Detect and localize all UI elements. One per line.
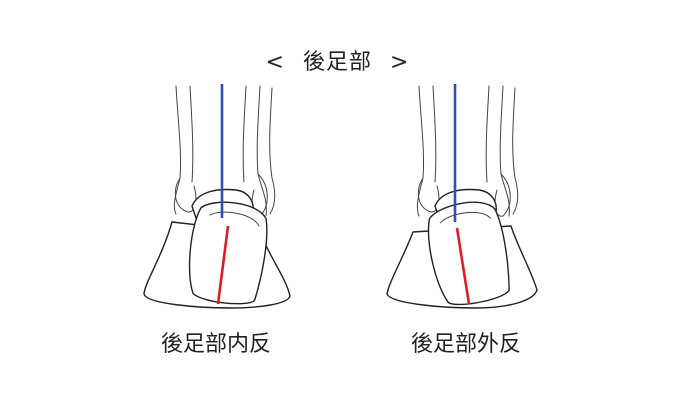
valgus-figure bbox=[355, 82, 595, 322]
varus-foot-drawing bbox=[143, 84, 291, 309]
leg-inner-line-right bbox=[242, 85, 247, 183]
leg-inner-line-left bbox=[432, 85, 437, 183]
title-right-bracket: > bbox=[390, 50, 410, 75]
leg-inner-line-left bbox=[189, 85, 194, 183]
heel-axis-line bbox=[455, 227, 471, 305]
heel-outline bbox=[427, 201, 510, 306]
leg-inner-line-right bbox=[485, 85, 490, 183]
fibula-line bbox=[512, 87, 519, 215]
heel-outline bbox=[188, 201, 268, 305]
varus-caption: 後足部内反 bbox=[160, 332, 271, 357]
ankle-bulge-left bbox=[417, 177, 440, 213]
heel-axis-line bbox=[216, 225, 230, 305]
valgus-foot-drawing bbox=[386, 84, 538, 309]
diagram-title: < 後足部 > bbox=[0, 44, 675, 76]
valgus-caption: 後足部外反 bbox=[410, 332, 521, 357]
leg-outline-right bbox=[256, 85, 267, 217]
leg-outline-right bbox=[499, 85, 510, 217]
varus-figure bbox=[110, 82, 350, 322]
heel-inner-contour bbox=[439, 211, 491, 224]
ankle-bulge-left bbox=[174, 177, 197, 213]
title-text: 後足部 bbox=[302, 50, 372, 75]
fibula-line bbox=[269, 87, 276, 215]
heel-inner-contour bbox=[209, 211, 260, 227]
title-left-bracket: < bbox=[265, 50, 285, 75]
